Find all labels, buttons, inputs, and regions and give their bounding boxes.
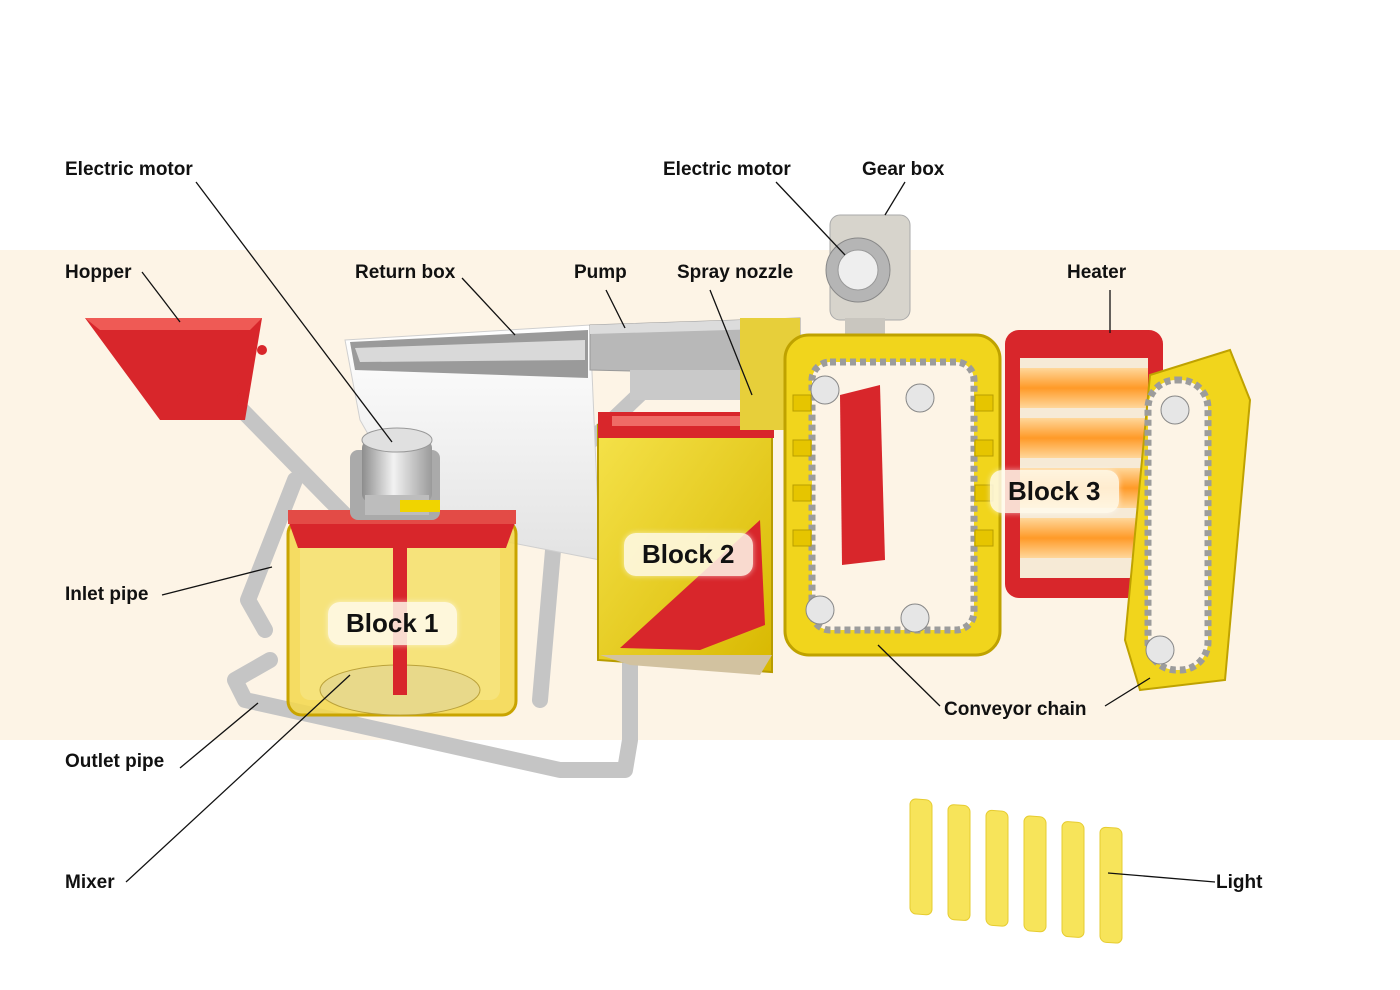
- label-electric-motor-right: Electric motor: [663, 159, 791, 180]
- leader-electric-motor-right: [775, 181, 846, 256]
- block2-label: Block 2: [624, 533, 753, 576]
- label-outlet-pipe: Outlet pipe: [65, 751, 165, 772]
- label-spray-nozzle: Spray nozzle: [677, 262, 794, 283]
- electric-motor-left-shape: [350, 427, 440, 520]
- label-mixer: Mixer: [65, 872, 115, 893]
- leader-mixer: [125, 674, 351, 883]
- leader-inlet-pipe: [161, 566, 273, 596]
- leader-conveyor-chain-b: [1104, 677, 1151, 707]
- leader-lines: [125, 181, 1216, 883]
- leader-pump: [605, 289, 626, 329]
- label-gear-box: Gear box: [862, 159, 945, 180]
- leader-outlet-pipe: [179, 702, 259, 769]
- label-inlet-pipe: Inlet pipe: [65, 584, 149, 605]
- leader-electric-motor-left: [195, 181, 393, 443]
- gear-box-and-motor-shape: [825, 214, 911, 348]
- block1-label: Block 1: [328, 602, 457, 645]
- leader-gear-box: [884, 181, 906, 216]
- frame-pipe-outlet: [227, 652, 638, 778]
- label-heater: Heater: [1067, 262, 1127, 283]
- label-light: Light: [1216, 872, 1263, 893]
- leader-light: [1107, 872, 1216, 883]
- block3-label: Block 3: [990, 470, 1119, 513]
- leader-hopper: [141, 271, 181, 323]
- label-hopper: Hopper: [65, 262, 132, 283]
- frame-pipe-left: [240, 472, 303, 638]
- leader-spray-nozzle: [709, 289, 753, 396]
- label-conveyor-chain: Conveyor chain: [944, 699, 1087, 720]
- leader-conveyor-chain-a: [877, 644, 941, 707]
- label-return-box: Return box: [355, 262, 456, 283]
- label-pump: Pump: [574, 262, 627, 283]
- light-bars: [909, 798, 1123, 944]
- conveyor-frame-1: [783, 333, 1002, 657]
- hopper-shape: [85, 318, 267, 420]
- conveyor-frame-2: [1123, 348, 1252, 692]
- label-electric-motor-left: Electric motor: [65, 159, 193, 180]
- leader-return-box: [461, 277, 516, 336]
